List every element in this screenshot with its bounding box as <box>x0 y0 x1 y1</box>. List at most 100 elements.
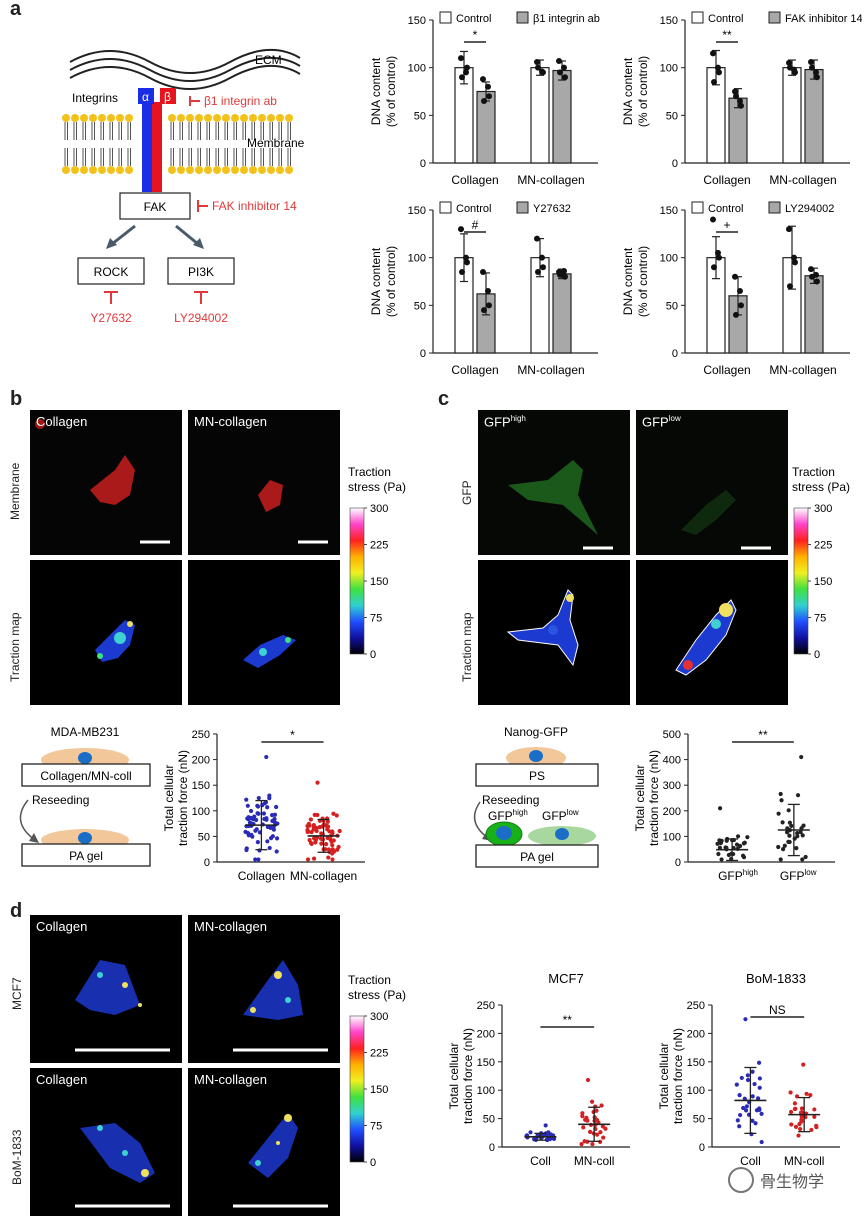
data-point <box>330 831 335 836</box>
lipid-head <box>258 166 266 174</box>
data-point <box>528 1130 533 1135</box>
significance-label: ** <box>722 28 732 42</box>
legend-swatch-control <box>691 201 704 214</box>
colorbar-tick: 225 <box>370 1048 388 1060</box>
data-point <box>809 64 815 71</box>
lipid-head <box>168 166 176 174</box>
data-point <box>535 268 541 275</box>
lipid-head <box>186 166 194 174</box>
y-axis-label: traction force (nN) <box>671 1028 685 1124</box>
x-category-label: GFPlow <box>780 868 817 883</box>
legend-label-treatment: β1 integrin ab <box>533 13 600 25</box>
colorbar-tick: 0 <box>370 1157 376 1169</box>
data-point <box>786 59 792 66</box>
y-tick-label: 100 <box>477 1085 495 1097</box>
fak-label: FAK <box>144 200 167 214</box>
lipid-head <box>276 166 284 174</box>
x-category-label: MN-collagen <box>769 363 836 377</box>
data-point <box>737 1124 742 1129</box>
lipid-head <box>107 166 115 174</box>
data-point <box>745 835 750 840</box>
data-point <box>253 828 258 833</box>
data-point <box>331 838 336 843</box>
y-tick-label: 0 <box>489 1142 495 1154</box>
y-tick-label: 100 <box>660 253 678 265</box>
data-point <box>590 1142 595 1147</box>
data-point <box>249 832 254 837</box>
data-point <box>795 834 800 839</box>
data-point <box>587 1129 593 1134</box>
data-point <box>327 829 332 834</box>
data-point <box>778 791 783 797</box>
colorbar-title: Traction <box>348 973 391 987</box>
x-category-label: MN-collagen <box>290 869 357 883</box>
data-point <box>757 1107 762 1112</box>
data-point <box>798 829 803 835</box>
data-point <box>256 811 261 816</box>
data-point <box>265 839 270 844</box>
data-point <box>485 83 491 90</box>
data-point <box>557 69 563 76</box>
data-point <box>539 68 545 75</box>
row-label-traction-b: Traction map <box>8 612 22 682</box>
ecm-label: ECM <box>255 53 282 67</box>
lipid-head <box>267 114 275 122</box>
significance-label: * <box>473 28 478 42</box>
image-c-gfp-low: GFPlow <box>636 410 788 555</box>
data-point <box>734 1082 739 1087</box>
colorbar-tick: 225 <box>814 540 832 552</box>
colorbar-title: Traction <box>792 465 835 479</box>
lipid-head <box>98 166 106 174</box>
data-point <box>745 1077 751 1083</box>
pi3k-label: PI3K <box>188 265 214 279</box>
legend-label-control: Control <box>708 203 743 215</box>
data-point <box>733 93 739 100</box>
data-point <box>594 1108 599 1113</box>
data-point <box>274 804 279 810</box>
lipid-head <box>204 114 212 122</box>
data-point <box>317 825 322 830</box>
watermark: 骨生物学 <box>728 1166 858 1194</box>
y-tick-label: 0 <box>420 158 426 170</box>
significance-label: NS <box>769 1003 786 1017</box>
data-point <box>795 793 801 798</box>
x-category-label: Collagen <box>238 869 285 883</box>
x-category-label: MN-collagen <box>517 363 584 377</box>
legend-swatch-control <box>439 201 452 214</box>
data-point <box>741 841 746 846</box>
y-axis-label: traction force (nN) <box>176 750 190 846</box>
legend-label-treatment: LY294002 <box>785 203 834 215</box>
data-point <box>752 1081 757 1087</box>
reseeding-schematic-c: Nanog-GFP PS Reseeding GFPhigh GFPlow PA… <box>473 725 599 868</box>
data-point <box>753 1121 758 1126</box>
y-tick-label: 400 <box>663 755 681 767</box>
y-tick-label: 250 <box>192 729 210 741</box>
data-point <box>787 839 792 845</box>
image-d-mcf7-collagen: Collagen <box>30 915 182 1063</box>
y-tick-label: 0 <box>672 348 678 360</box>
data-point <box>787 283 793 290</box>
data-point <box>325 819 330 824</box>
data-point <box>459 268 465 275</box>
data-point <box>794 1094 800 1099</box>
y-tick-label: 100 <box>687 1085 705 1097</box>
data-point <box>809 1127 814 1133</box>
y-axis-label: (% of control) <box>636 246 650 317</box>
lipid-head <box>231 114 239 122</box>
legend-swatch-control <box>439 11 452 24</box>
data-point <box>319 841 324 846</box>
data-point <box>561 268 567 275</box>
legend-swatch-treatment <box>516 11 529 24</box>
data-point <box>782 843 787 848</box>
data-point <box>480 76 486 83</box>
significance-label: ** <box>758 728 768 742</box>
data-point <box>791 66 797 73</box>
data-point <box>786 226 792 233</box>
panel-letter-c: c <box>438 388 450 410</box>
lipid-head <box>249 166 257 174</box>
y-tick-label: 100 <box>660 63 678 75</box>
data-point <box>808 266 814 273</box>
